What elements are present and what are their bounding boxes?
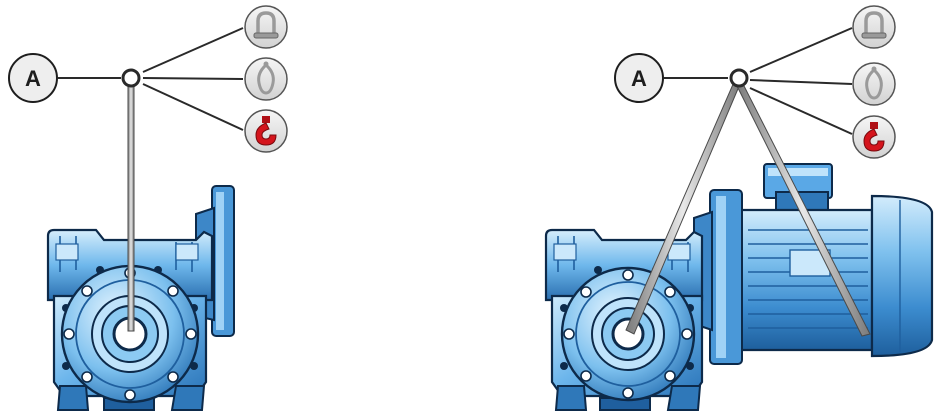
lifting-sling [128,85,134,331]
lifting-point-ring [731,70,747,86]
lifting-point-ring [123,70,139,86]
sling-link-icon [853,63,895,105]
hook-icon [245,110,287,152]
diagram-gearbox-with-motor: A [546,6,932,410]
electric-motor [694,164,932,364]
point-label: A [25,66,41,91]
point-label-badge: A [615,54,663,102]
shackle-icon [245,6,287,48]
gearbox-housing [48,186,234,410]
sling-link-icon [245,58,287,100]
shackle-icon [853,6,895,48]
connector-lines [58,28,243,130]
hook-icon [853,116,895,158]
gearbox-housing [546,230,702,410]
point-label: A [631,66,647,91]
point-label-badge: A [9,54,57,102]
diagram-gearbox-only: A [9,6,287,410]
